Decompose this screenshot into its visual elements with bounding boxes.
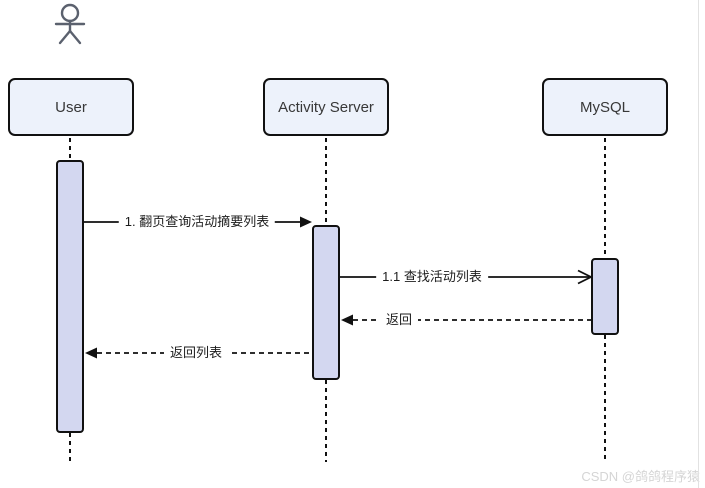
activation-bar-mysql: [591, 258, 619, 335]
participant-user-label: User: [55, 98, 87, 116]
message-arrow-3: [341, 314, 591, 326]
actor-icon: [54, 3, 86, 45]
message-label-4: 返回列表: [163, 344, 229, 362]
message-label-2: 1.1 查找活动列表: [376, 268, 488, 286]
message-arrow-4: [85, 347, 312, 359]
participant-activity-server-label: Activity Server: [278, 98, 374, 116]
participant-mysql-label: MySQL: [579, 98, 630, 116]
watermark: CSDN @鸽鸽程序猿: [581, 469, 700, 484]
activation-bar-server: [312, 225, 340, 380]
message-label-1: 1. 翻页查询活动摘要列表: [118, 213, 276, 231]
page-border-right: [698, 0, 699, 488]
participant-mysql: MySQL: [542, 78, 668, 136]
lifelines: [69, 138, 606, 463]
participant-activity-server: Activity Server: [263, 78, 389, 136]
message-label-3: 返回: [379, 311, 419, 329]
activation-bar-user: [56, 160, 84, 433]
participant-user: User: [8, 78, 134, 136]
